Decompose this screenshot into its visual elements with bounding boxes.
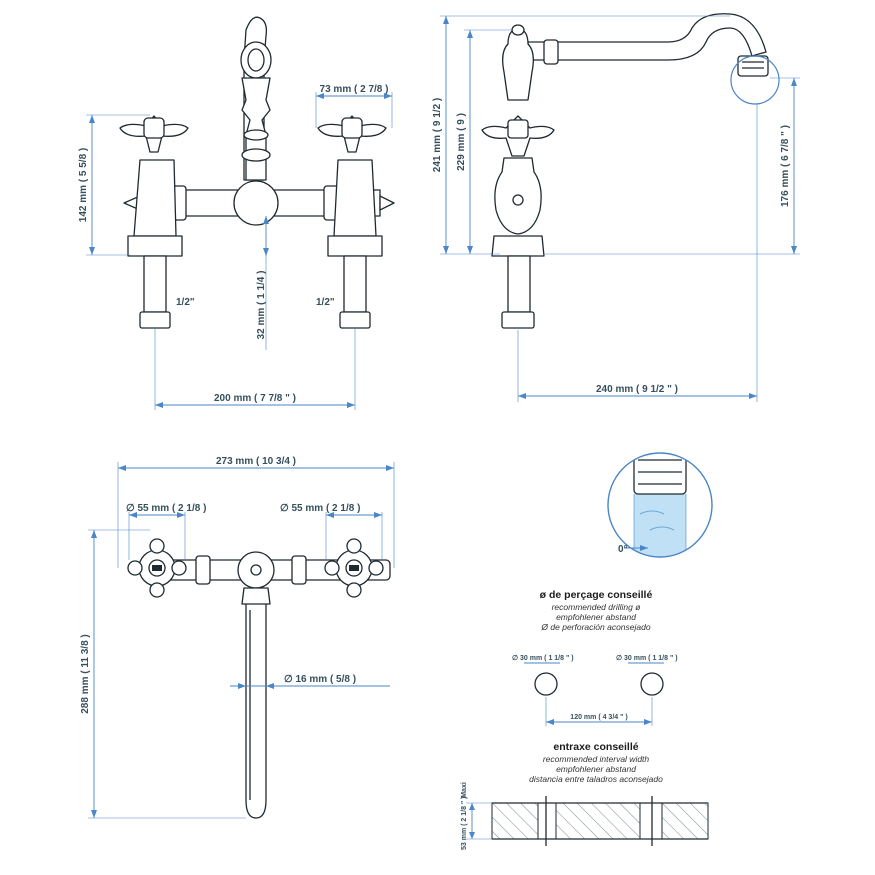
- side-spout-reach-dimension: 240 mm ( 9 1/2 " ): [596, 384, 678, 395]
- countertop-section: [491, 796, 709, 846]
- interval-line-1: recommended interval width: [543, 754, 650, 764]
- top-handle-diameter-right: ∅ 55 mm ( 2 1/8 ): [280, 503, 360, 514]
- top-handle-diameter-left: ∅ 55 mm ( 2 1/8 ): [126, 503, 206, 514]
- drilling-hole-left: [534, 672, 558, 696]
- side-outlet-height-dimension: 176 mm ( 6 7/8 " ): [780, 125, 791, 207]
- drilling-hole-right: [640, 672, 664, 696]
- front-shank-dimension: 32 mm ( 1 1/4 ): [256, 271, 267, 340]
- top-spout-diameter-dimension: ∅ 16 mm ( 5/8 ): [284, 674, 356, 685]
- side-spout-height-dimension: 229 mm ( 9 ): [456, 113, 467, 171]
- drilling-line-3: Ø de perforación aconsejado: [540, 622, 650, 632]
- front-thread-left-label: 1/2": [176, 297, 195, 308]
- front-height-dimension: 142 mm ( 5 5/8 ): [78, 148, 89, 222]
- side-total-height-dimension: 241 mm ( 9 1/2 ): [432, 98, 443, 172]
- aerator-angle-label: 0°: [618, 544, 628, 555]
- interval-max-label: Maxi: [461, 782, 468, 798]
- drilling-title: ø de perçage conseillé: [540, 589, 653, 601]
- drilling-hole-left-label: ∅ 30 mm ( 1 1/8 " ): [512, 654, 574, 662]
- drilling-hole-right-label: ∅ 30 mm ( 1 1/8 " ): [616, 654, 678, 662]
- drilling-spec: ø de perçage conseillé recommended drill…: [512, 589, 678, 726]
- drilling-line-2: empfohlener abstand: [556, 612, 636, 622]
- drilling-spacing-label: 120 mm ( 4 3/4 " ): [570, 714, 627, 721]
- side-view: 241 mm ( 9 1/2 ) 229 mm ( 9 ) 176 mm ( 6…: [432, 13, 800, 402]
- front-view: 142 mm ( 5 5/8 ) 73 mm ( 2 7/8 ) 1/2" 1/…: [78, 16, 395, 410]
- aerator-detail: 0°: [607, 452, 713, 558]
- interval-line-3: distancia entre taladros aconsejado: [529, 774, 663, 784]
- faucet-side-drawing: [481, 13, 769, 329]
- faucet-front-drawing: [119, 16, 395, 329]
- front-thread-right-label: 1/2": [316, 297, 335, 308]
- front-handle-width-dimension: 73 mm ( 2 7/8 ): [320, 84, 389, 95]
- drilling-line-1: recommended drilling ø: [552, 602, 641, 612]
- interval-title: entraxe conseillé: [553, 741, 638, 753]
- faucet-top-drawing: [127, 538, 391, 819]
- top-view: 273 mm ( 10 3/4 ) ∅ 55 mm ( 2 1/8 ) ∅ 55…: [80, 456, 395, 819]
- top-overall-width-dimension: 273 mm ( 10 3/4 ): [216, 456, 296, 467]
- interval-line-2: empfohlener abstand: [556, 764, 636, 774]
- aerator-highlight-circle: [730, 55, 780, 105]
- aerator-detail-circle: [607, 452, 713, 558]
- interval-thickness-label: 53 mm ( 2 1/8 " ): [461, 796, 468, 850]
- front-center-distance-dimension: 200 mm ( 7 7/8 " ): [214, 393, 296, 404]
- top-spout-length-dimension: 288 mm ( 11 3/8 ): [80, 634, 91, 714]
- interval-spec: entraxe conseillé recommended interval w…: [461, 741, 709, 850]
